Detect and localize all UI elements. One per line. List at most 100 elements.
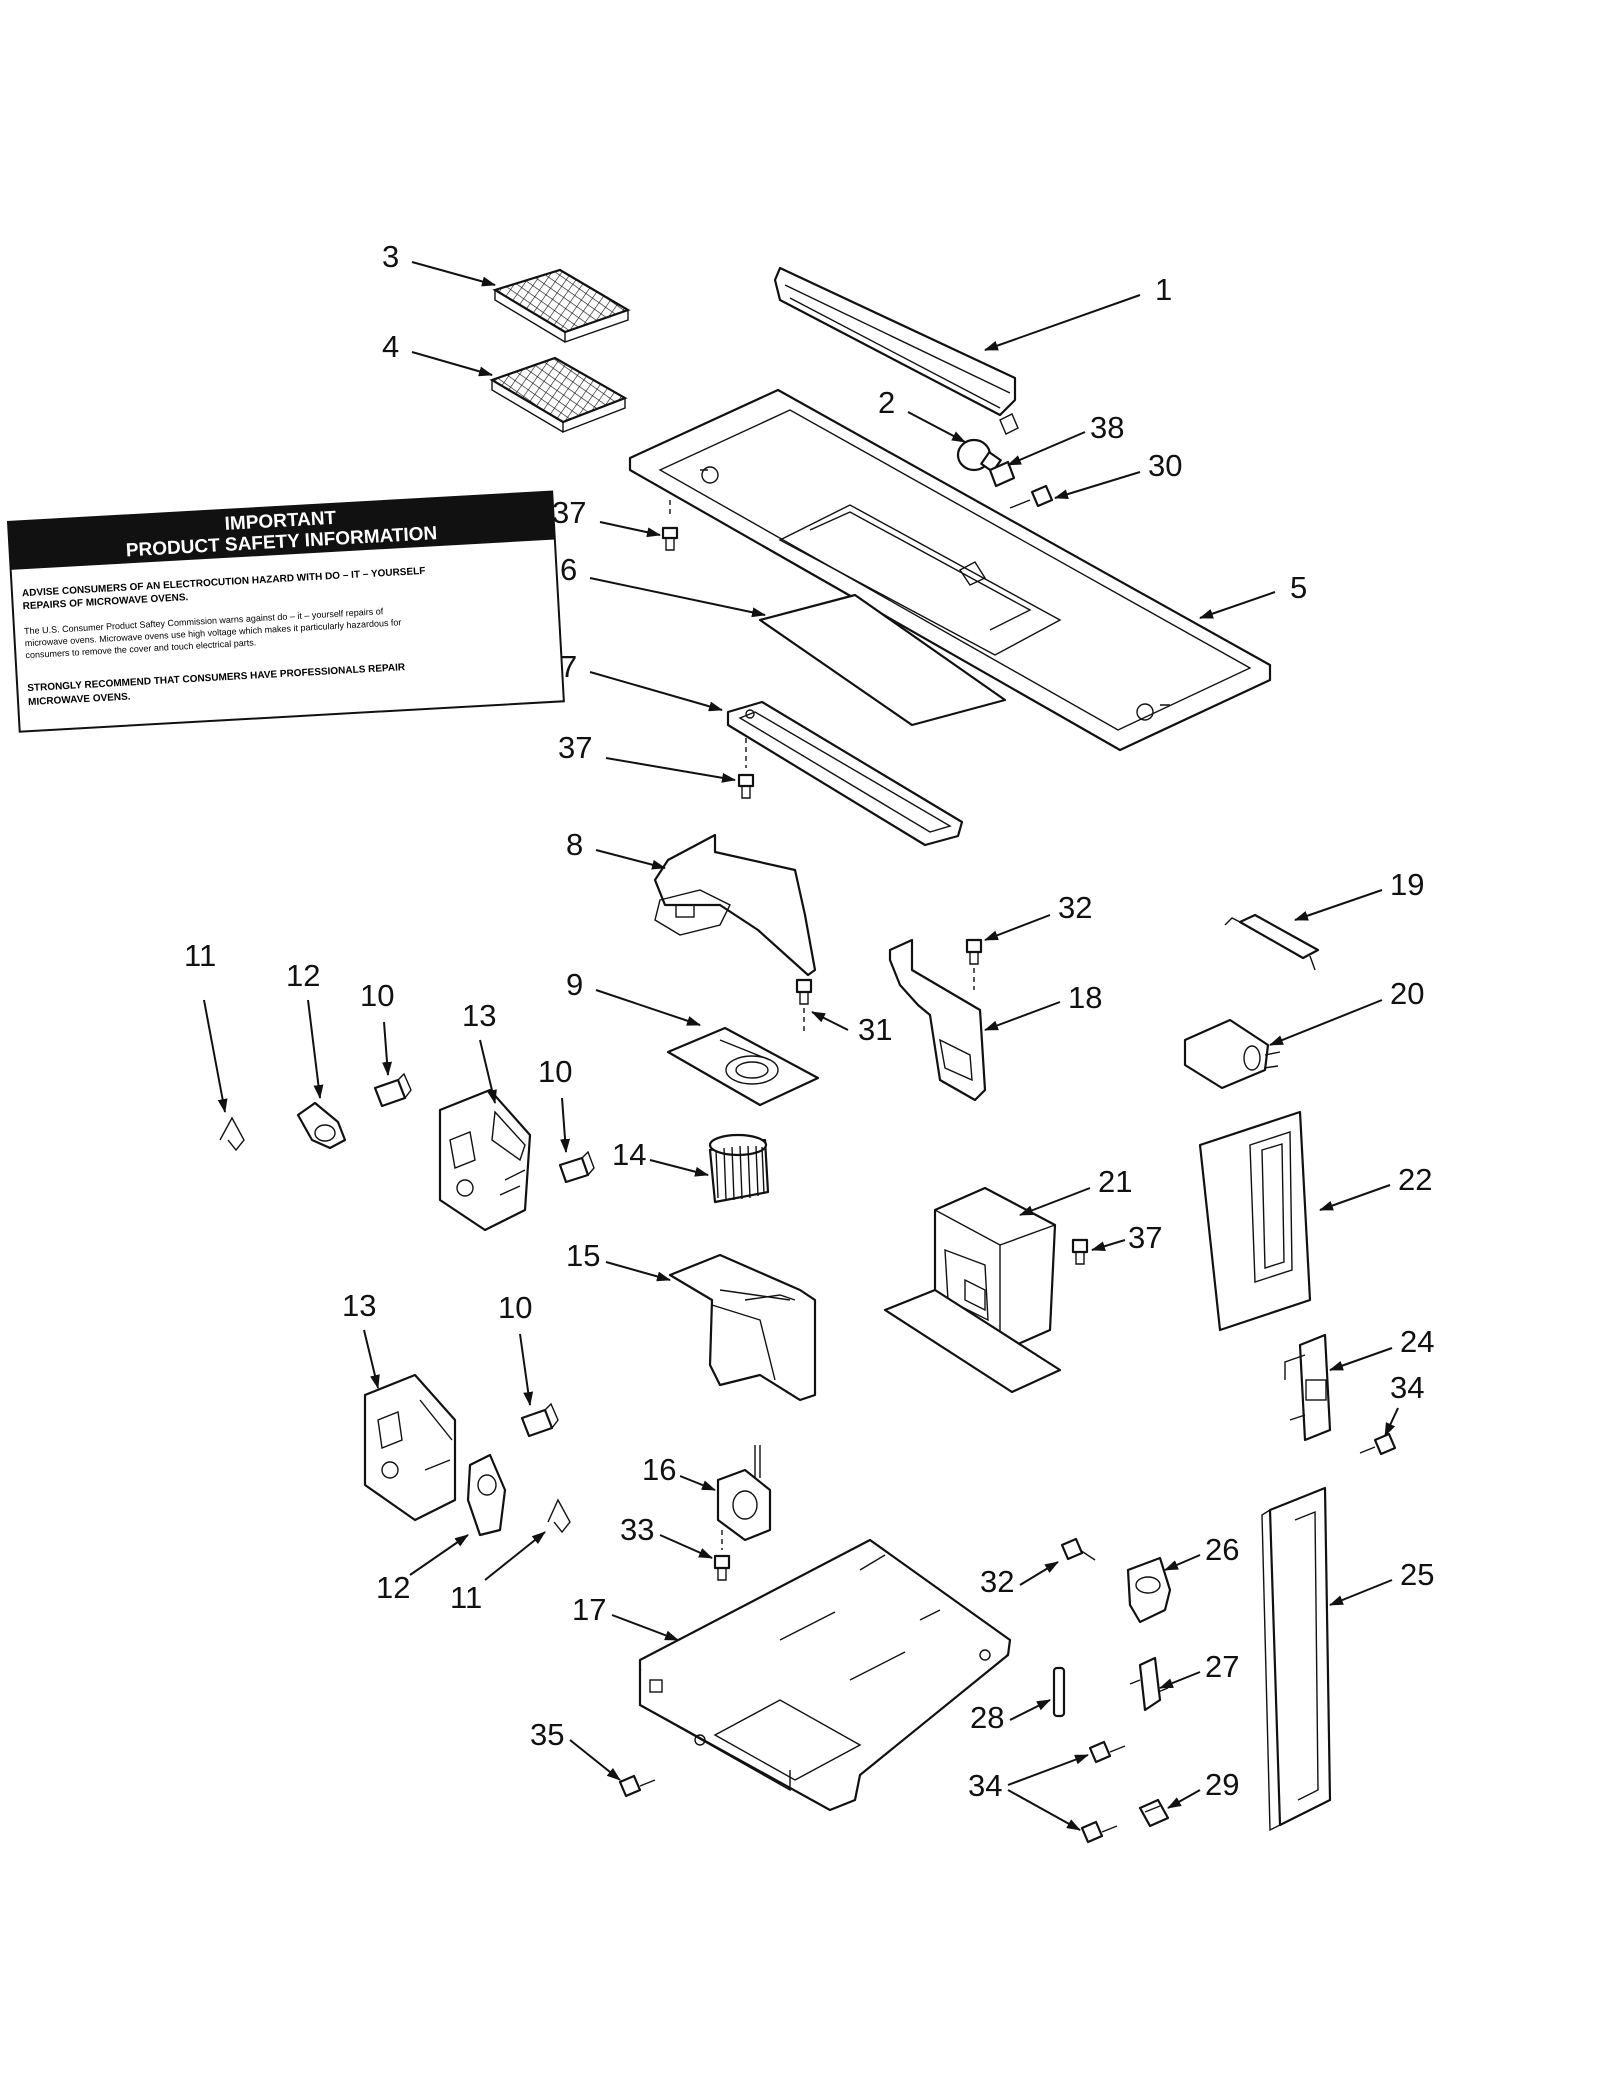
leader-34a — [1384, 1407, 1399, 1437]
part-5-bottom-plate — [628, 388, 1272, 752]
callout-34b: 34 — [968, 1768, 1002, 1803]
part-7-vent-duct — [726, 700, 964, 847]
callout-37b: 37 — [558, 730, 592, 765]
part-28-fuse — [1052, 1666, 1066, 1718]
callout-31: 31 — [858, 1012, 892, 1047]
part-4-charcoal-filter — [489, 356, 628, 434]
part-20-high-voltage-capacitor — [1183, 1018, 1281, 1090]
leader-10b — [560, 1097, 571, 1153]
leader-19 — [1294, 889, 1383, 921]
part-34-screw-lower-b — [1080, 1820, 1118, 1844]
leader-3 — [411, 261, 496, 287]
callout-14: 14 — [612, 1137, 646, 1172]
part-22-cover-panel — [1198, 1110, 1312, 1332]
leader-14 — [649, 1159, 709, 1177]
callout-37a: 37 — [552, 495, 586, 530]
leader-26 — [1164, 1554, 1201, 1571]
callout-10a: 10 — [360, 978, 394, 1013]
part-9-fan-plate — [666, 1026, 820, 1107]
part-10-micro-switch-c — [520, 1402, 559, 1438]
callout-8: 8 — [566, 827, 583, 862]
part-29-clip — [1138, 1798, 1170, 1828]
leader-16 — [679, 1475, 716, 1491]
leader-37b — [605, 757, 736, 783]
leader-7 — [589, 671, 723, 712]
leader-6 — [589, 577, 766, 618]
callout-29: 29 — [1205, 1767, 1239, 1802]
part-16-fan-motor — [716, 1445, 772, 1542]
leader-13b — [363, 1329, 380, 1389]
part-27-fuse-holder — [1129, 1656, 1169, 1712]
leader-4 — [411, 351, 493, 377]
callout-37c: 37 — [1128, 1220, 1162, 1255]
callout-24: 24 — [1400, 1324, 1434, 1359]
part-21-transformer — [883, 1186, 1062, 1394]
callout-33: 33 — [620, 1512, 654, 1547]
leader-12b — [409, 1534, 469, 1576]
callout-19: 19 — [1390, 867, 1424, 902]
leader-11a — [203, 999, 228, 1113]
callout-1: 1 — [1155, 272, 1172, 307]
part-25-side-panel — [1261, 1486, 1332, 1832]
part-17-base-plate — [638, 1538, 1012, 1812]
part-6-cover-film — [758, 593, 1007, 727]
leader-13a — [479, 1039, 497, 1104]
part-37-screw-middle — [737, 738, 755, 799]
leader-31 — [811, 1011, 849, 1031]
leader-9 — [595, 989, 701, 1026]
callout-34a: 34 — [1390, 1370, 1424, 1405]
leader-33 — [659, 1534, 713, 1559]
part-13-latch-assembly-top — [438, 1088, 532, 1232]
callout-16: 16 — [642, 1452, 676, 1487]
callout-15: 15 — [566, 1238, 600, 1273]
callout-27: 27 — [1205, 1649, 1239, 1684]
leader-24 — [1329, 1347, 1393, 1371]
leader-8 — [595, 849, 666, 870]
leader-38 — [1007, 431, 1086, 466]
callout-17: 17 — [572, 1592, 606, 1627]
callout-4: 4 — [382, 329, 399, 364]
part-14-blower-wheel — [708, 1133, 770, 1204]
callout-28: 28 — [970, 1700, 1004, 1735]
leader-35 — [569, 1739, 621, 1781]
callout-10b: 10 — [538, 1054, 572, 1089]
safety-information-label: IMPORTANT PRODUCT SAFETY INFORMATION ADV… — [6, 490, 565, 733]
part-24-switch — [1284, 1333, 1332, 1442]
callout-10c: 10 — [498, 1290, 532, 1325]
leader-2 — [907, 411, 966, 443]
callout-25: 25 — [1400, 1557, 1434, 1592]
leader-34b — [1007, 1754, 1089, 1786]
part-10-micro-switch-a — [373, 1072, 412, 1108]
leader-17 — [611, 1614, 679, 1641]
callout-22: 22 — [1398, 1162, 1432, 1197]
leader-20 — [1269, 999, 1383, 1046]
leader-32b — [1019, 1561, 1059, 1586]
part-26-thermal-cutout — [1126, 1556, 1172, 1624]
part-15-fan-housing — [668, 1253, 817, 1402]
part-3-grease-filter — [492, 268, 631, 343]
leader-10c — [519, 1333, 534, 1406]
leader-18 — [984, 1001, 1061, 1031]
leader-32a — [984, 914, 1051, 941]
part-13-latch-assembly-bottom — [363, 1373, 457, 1522]
leader-37a — [599, 521, 661, 538]
callout-26: 26 — [1205, 1532, 1239, 1567]
callout-12b: 12 — [376, 1570, 410, 1605]
leader-34c — [1007, 1789, 1081, 1831]
callout-13a: 13 — [462, 998, 496, 1033]
leader-21 — [1019, 1187, 1091, 1216]
callout-18: 18 — [1068, 980, 1102, 1015]
part-10-micro-switch-b — [558, 1150, 595, 1184]
leader-1 — [984, 294, 1141, 351]
callout-7: 7 — [560, 649, 577, 684]
callout-32b: 32 — [980, 1564, 1014, 1599]
part-34-screw-right — [1359, 1432, 1397, 1456]
part-11-spring-bottom — [547, 1498, 571, 1534]
callout-20: 20 — [1390, 976, 1424, 1011]
part-35-screw — [618, 1774, 656, 1798]
part-12-switch-actuator-top — [296, 1101, 347, 1150]
part-11-spring-top — [219, 1116, 245, 1152]
leader-22 — [1319, 1184, 1391, 1211]
part-12-switch-actuator-bottom — [466, 1453, 507, 1537]
